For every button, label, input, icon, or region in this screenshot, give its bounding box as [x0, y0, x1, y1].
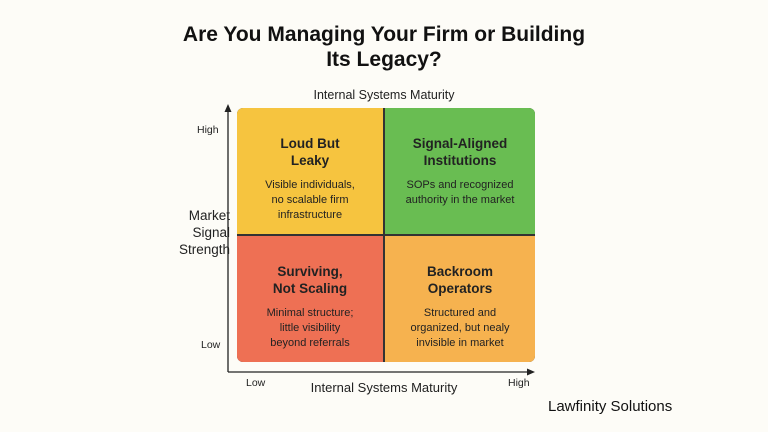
- quadrant-title-line: Not Scaling: [272, 281, 348, 296]
- x-axis-tick-high: High: [508, 377, 530, 389]
- quadrant-title: Loud But Leaky: [237, 135, 383, 169]
- quadrant-description: Visible individuals, no scalable firm in…: [237, 178, 383, 223]
- y-axis-label-line-2: Signal: [192, 225, 230, 240]
- quadrant-desc-line: SOPs and recognized: [406, 179, 514, 191]
- quadrant-surviving-not-scaling: Surviving, Not Scaling Minimal structure…: [237, 236, 383, 362]
- y-axis-arrow: [224, 104, 232, 112]
- quadrant-desc-line: little visibility: [279, 322, 341, 334]
- x-axis-label: Internal Systems Maturity: [310, 380, 458, 395]
- quadrant-desc-line: Minimal structure;: [266, 307, 354, 319]
- page-title: Are You Managing Your Firm or Building I…: [0, 22, 768, 72]
- quadrant-title-line: Institutions: [423, 153, 497, 168]
- y-axis-label-line-3: Strength: [178, 242, 230, 257]
- quadrant-desc-line: beyond referrals: [270, 337, 350, 349]
- y-axis-label: Market Signal Strength: [150, 207, 230, 258]
- quadrant-signal-aligned-institutions: Signal-Aligned Institutions SOPs and rec…: [385, 108, 535, 234]
- brand-name: Lawfinity Solutions: [548, 398, 673, 415]
- y-axis-tick-high: High: [197, 124, 219, 136]
- quadrant-desc-line: Structured and: [423, 307, 497, 319]
- quadrant-title: Signal-Aligned Institutions: [385, 135, 535, 169]
- quadrant-title-line: Leaky: [290, 153, 330, 168]
- quadrant-desc-line: Visible individuals,: [265, 179, 355, 191]
- quadrant-desc-line: invisible in market: [416, 337, 504, 349]
- quadrant-matrix: Loud But Leaky Visible individuals, no s…: [237, 108, 535, 362]
- quadrant-title-line: Signal-Aligned: [412, 136, 508, 151]
- y-axis-tick-low: Low: [201, 339, 221, 351]
- top-axis-label: Internal Systems Maturity: [313, 88, 455, 102]
- quadrant-title-line: Operators: [427, 281, 493, 296]
- quadrant-description: Structured and organized, but nealy invi…: [385, 306, 535, 351]
- quadrant-title: Surviving, Not Scaling: [237, 263, 383, 297]
- quadrant-desc-line: organized, but nealy: [410, 322, 510, 334]
- quadrant-title-line: Loud But: [280, 136, 340, 151]
- quadrant-desc-line: infrastructure: [277, 209, 343, 221]
- quadrant-title-line: Surviving,: [277, 264, 343, 279]
- quadrant-description: SOPs and recognized authority in the mar…: [385, 178, 535, 208]
- quadrant-backroom-operators: Backroom Operators Structured and organi…: [385, 236, 535, 362]
- quadrant-title: Backroom Operators: [385, 263, 535, 297]
- quadrant-desc-line: authority in the market: [405, 194, 515, 206]
- quadrant-loud-but-leaky: Loud But Leaky Visible individuals, no s…: [237, 108, 383, 234]
- x-axis-tick-low: Low: [246, 377, 266, 389]
- quadrant-title-line: Backroom: [426, 264, 494, 279]
- title-line-2: Its Legacy?: [326, 48, 442, 71]
- quadrant-description: Minimal structure; little visibility bey…: [237, 306, 383, 351]
- quadrant-desc-line: no scalable firm: [271, 194, 349, 206]
- title-line-1: Are You Managing Your Firm or Building: [182, 23, 586, 46]
- y-axis-label-line-1: Market: [188, 208, 230, 223]
- x-axis-arrow: [527, 368, 535, 376]
